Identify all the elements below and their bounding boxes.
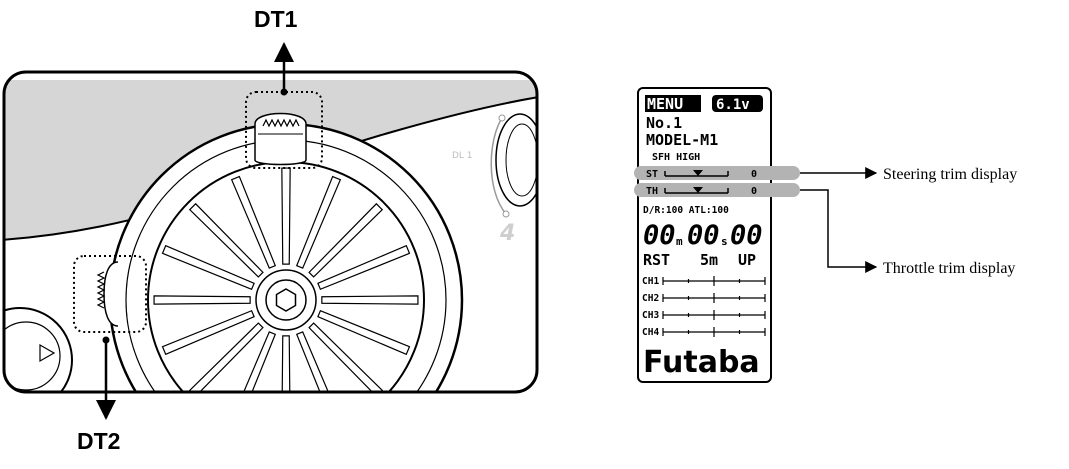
wheel-spoke: [188, 202, 264, 278]
timer-minutes-unit: m: [676, 235, 683, 248]
steering-trim-label: Steering trim display: [883, 166, 1017, 183]
side-knob: [4, 307, 73, 392]
wheel-spoke: [153, 295, 251, 305]
lcd-st-label: ST: [646, 169, 658, 180]
lcd-channel-bars: [662, 276, 766, 337]
lcd-ch3-label: CH3: [642, 310, 659, 321]
lcd-timer-interval: 5m: [700, 251, 718, 269]
lcd-ch4-label: CH4: [642, 327, 659, 338]
timer-minutes: 00: [643, 220, 676, 251]
lcd-timer-reset: RST: [643, 251, 670, 269]
lcd-model-number: No.1: [646, 114, 682, 132]
dl1-body-marking: DL 1: [452, 151, 473, 161]
timer-seconds: 00: [687, 220, 720, 251]
transmitter-illustration: DL 1 4: [2, 6, 539, 454]
throttle-trim-highlight: [634, 183, 800, 197]
dt2-highlight-box: [73, 255, 147, 333]
wheel-spoke: [317, 244, 411, 291]
wheel-spoke: [281, 167, 291, 265]
throttle-trim-label: Throttle trim display: [883, 260, 1015, 277]
lcd-th-value: 0: [751, 186, 757, 197]
lcd-timer-direction: UP: [738, 251, 756, 269]
steering-trim-bar: [664, 171, 729, 177]
lcd-st-value: 0: [751, 169, 757, 180]
wheel-spoke: [188, 322, 264, 392]
lcd-ch2-label: CH2: [642, 293, 659, 304]
lcd-frame: [637, 87, 772, 383]
wheel-spoke: [321, 295, 419, 305]
dt2-label: DT2: [77, 428, 120, 454]
lcd-model-name: MODEL-M1: [646, 131, 718, 149]
lcd-brand-logo: Futaba: [643, 345, 760, 380]
lcd-voltage: 6.1v: [716, 97, 750, 113]
wheel-spoke: [230, 331, 277, 392]
dt1-label: DT1: [254, 6, 298, 32]
wheel-spoke: [295, 175, 342, 269]
throttle-trim-annotation: Throttle trim display: [800, 189, 1015, 277]
wheel-spoke: [161, 309, 255, 356]
wheel-spoke: [317, 309, 411, 356]
dt1-highlight-box: [245, 91, 323, 169]
steering-trim-annotation: Steering trim display: [800, 166, 1017, 183]
model-4-body-marking: 4: [499, 221, 515, 246]
wheel-spoke: [161, 244, 255, 291]
dt1-trim-switch: [254, 112, 307, 166]
lcd-ch1-label: CH1: [642, 276, 659, 287]
throttle-trim-marker: [693, 187, 703, 193]
dt2-trim-switch: [96, 261, 119, 327]
timer-hundredths: 00: [730, 220, 763, 251]
lcd-timer: 00 m 00 s 00: [643, 220, 763, 251]
steering-trim-highlight: [634, 166, 800, 180]
lcd-dr-atl: D/R:100 ATL:100: [643, 205, 729, 216]
throttle-trim-bar: [664, 188, 729, 194]
dl1-dial: [490, 113, 537, 218]
transmitter-frame: [2, 70, 539, 394]
wheel-spoke: [308, 322, 384, 392]
wheel-spoke: [230, 175, 277, 269]
wheel-spoke: [281, 335, 291, 392]
lcd-display: MENU 6.1v No.1 MODEL-M1 SFH HIGH ST 0 TH…: [634, 87, 800, 383]
steering-trim-marker: [693, 170, 703, 176]
steering-wheel: [108, 122, 464, 392]
timer-seconds-unit: s: [721, 235, 728, 248]
wheel-spoke: [308, 202, 384, 278]
lcd-mode: SFH HIGH: [652, 152, 700, 163]
lcd-th-label: TH: [646, 186, 658, 197]
lcd-menu: MENU: [647, 95, 683, 113]
